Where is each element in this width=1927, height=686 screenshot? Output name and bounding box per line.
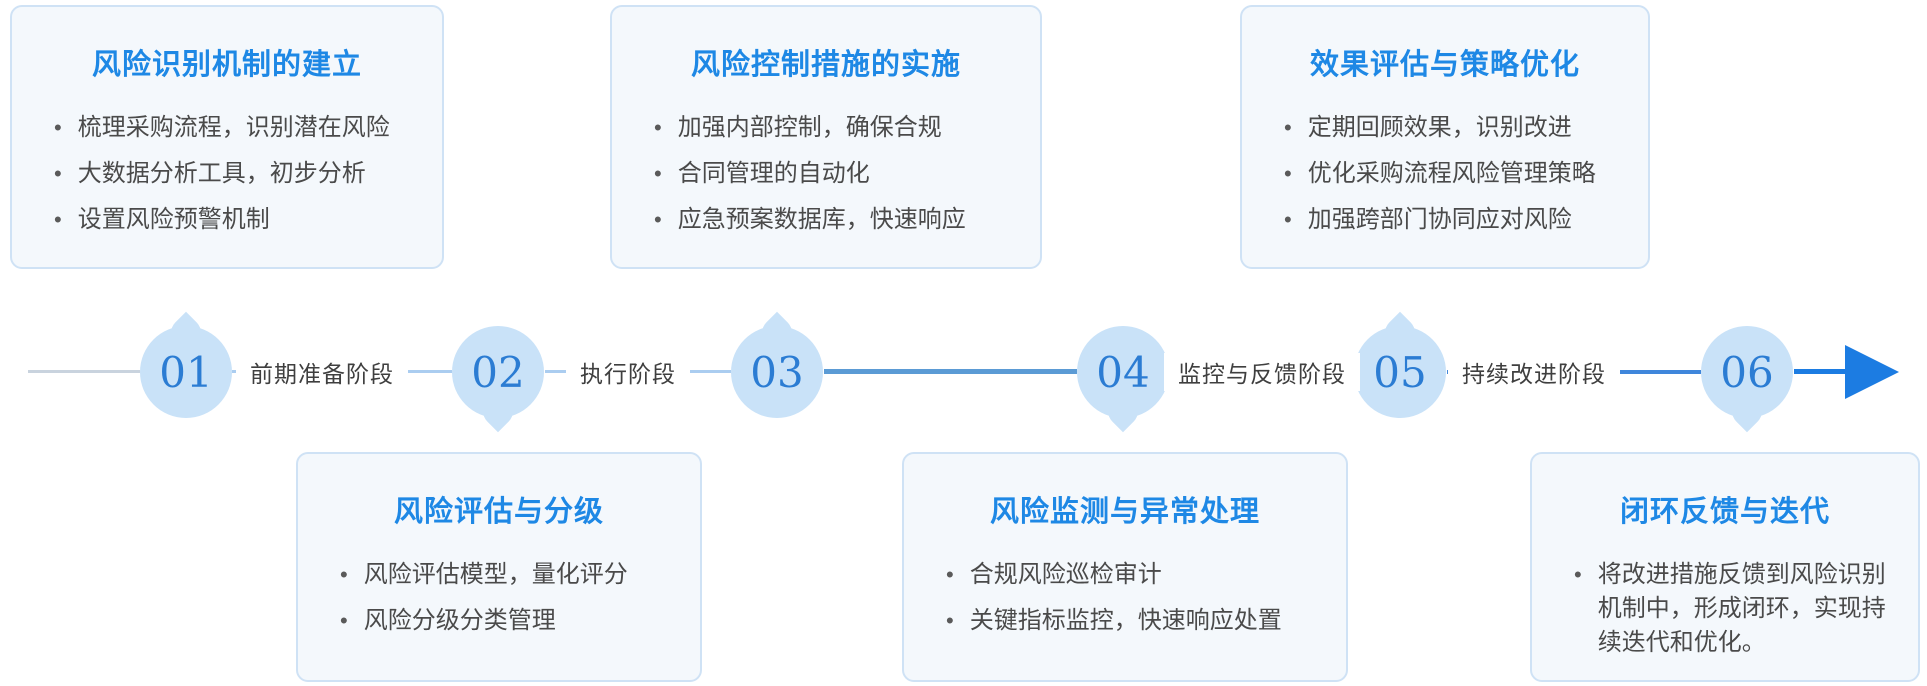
timeline-node-01: 01 bbox=[140, 326, 232, 418]
bullet-text: 应急预案数据库，快速响应 bbox=[677, 206, 966, 234]
list-item: • 将改进措施反馈到风险识别机制中，形成闭环，实现持续迭代和优化。 bbox=[1574, 558, 1898, 660]
bullet-icon: • bbox=[946, 562, 954, 587]
list-item: • 应急预案数据库，快速响应 bbox=[654, 203, 1020, 237]
card-title: 风险控制措施的实施 bbox=[690, 49, 961, 81]
bullet-list: • 梳理采购流程，识别潜在风险 • 大数据分析工具，初步分析 • 设置风险预警机制 bbox=[12, 111, 442, 237]
card-effect-evaluation: 效果评估与策略优化 • 定期回顾效果，识别改进 • 优化采购流程风险管理策略 • 加强… bbox=[1240, 5, 1650, 269]
timeline-node-05: 05 bbox=[1354, 326, 1446, 418]
node-number: 05 bbox=[1373, 347, 1427, 397]
bullet-icon: • bbox=[1284, 115, 1292, 140]
bullet-text: 加强内部控制，确保合规 bbox=[677, 114, 942, 141]
node-number: 01 bbox=[159, 347, 213, 397]
card-title: 风险评估与分级 bbox=[393, 496, 604, 528]
bullet-text: 加强跨部门协同应对风险 bbox=[1307, 206, 1572, 234]
phase-label-preparation: 前期准备阶段 bbox=[236, 353, 408, 391]
bullet-text: 关键指标监控，快速响应处置 bbox=[969, 607, 1282, 635]
bullet-icon: • bbox=[54, 161, 62, 187]
bullet-icon: • bbox=[946, 608, 954, 634]
card-risk-monitoring: 风险监测与异常处理 • 合规风险巡检审计 • 关键指标监控，快速响应处置 bbox=[902, 452, 1348, 682]
bullet-text: 合规风险巡检审计 bbox=[969, 561, 1162, 588]
bullet-list: • 风险评估模型，量化评分 • 风险分级分类管理 bbox=[298, 558, 700, 638]
node-number: 04 bbox=[1096, 347, 1150, 397]
list-item: • 风险评估模型，量化评分 bbox=[340, 558, 680, 592]
card-title: 闭环反馈与迭代 bbox=[1619, 496, 1830, 528]
node-number: 03 bbox=[750, 347, 804, 397]
bullet-text: 合同管理的自动化 bbox=[677, 160, 870, 188]
bullet-text: 设置风险预警机制 bbox=[77, 206, 270, 234]
timeline-segment-end bbox=[1794, 369, 1850, 374]
bullet-icon: • bbox=[654, 161, 662, 187]
bullet-icon: • bbox=[340, 608, 348, 634]
bullet-icon: • bbox=[54, 207, 62, 233]
phase-label-continuous-improvement: 持续改进阶段 bbox=[1448, 353, 1620, 391]
bullet-text: 大数据分析工具，初步分析 bbox=[77, 160, 366, 188]
bullet-icon: • bbox=[1284, 207, 1292, 233]
card-risk-control: 风险控制措施的实施 • 加强内部控制，确保合规 • 合同管理的自动化 • 应急预案数据… bbox=[610, 5, 1042, 269]
card-risk-identification: 风险识别机制的建立 • 梳理采购流程，识别潜在风险 • 大数据分析工具，初步分析 •… bbox=[10, 5, 444, 269]
card-title: 风险识别机制的建立 bbox=[91, 49, 362, 81]
list-item: • 风险分级分类管理 bbox=[340, 604, 680, 638]
bullet-text: 将改进措施反馈到风险识别机制中，形成闭环，实现持续迭代和优化。 bbox=[1597, 561, 1886, 657]
phase-label-execution: 执行阶段 bbox=[566, 353, 690, 391]
list-item: • 定期回顾效果，识别改进 bbox=[1284, 111, 1628, 145]
card-risk-assessment: 风险评估与分级 • 风险评估模型，量化评分 • 风险分级分类管理 bbox=[296, 452, 702, 682]
bullet-list: • 将改进措施反馈到风险识别机制中，形成闭环，实现持续迭代和优化。 bbox=[1532, 558, 1918, 660]
bullet-icon: • bbox=[54, 115, 62, 140]
bullet-text: 风险评估模型，量化评分 bbox=[363, 561, 628, 588]
timeline-node-04: 04 bbox=[1077, 326, 1169, 418]
list-item: • 加强跨部门协同应对风险 bbox=[1284, 203, 1628, 237]
list-item: • 关键指标监控，快速响应处置 bbox=[946, 604, 1326, 638]
bullet-icon: • bbox=[654, 207, 662, 233]
bullet-text: 梳理采购流程，识别潜在风险 bbox=[77, 114, 390, 141]
list-item: • 合规风险巡检审计 bbox=[946, 558, 1326, 592]
card-title: 效果评估与策略优化 bbox=[1309, 49, 1580, 81]
timeline-node-03: 03 bbox=[731, 326, 823, 418]
bullet-icon: • bbox=[1574, 562, 1582, 587]
bullet-list: • 合规风险巡检审计 • 关键指标监控，快速响应处置 bbox=[904, 558, 1346, 638]
arrow-right-icon bbox=[1845, 345, 1899, 399]
phase-label-monitoring-feedback: 监控与反馈阶段 bbox=[1164, 353, 1360, 391]
bullet-text: 风险分级分类管理 bbox=[363, 607, 556, 635]
list-item: • 加强内部控制，确保合规 bbox=[654, 111, 1020, 145]
bullet-list: • 加强内部控制，确保合规 • 合同管理的自动化 • 应急预案数据库，快速响应 bbox=[612, 111, 1040, 237]
list-item: • 设置风险预警机制 bbox=[54, 203, 422, 237]
node-number: 02 bbox=[471, 347, 525, 397]
list-item: • 合同管理的自动化 bbox=[654, 157, 1020, 191]
bullet-icon: • bbox=[340, 562, 348, 587]
card-title: 风险监测与异常处理 bbox=[989, 496, 1260, 528]
bullet-text: 优化采购流程风险管理策略 bbox=[1307, 160, 1596, 188]
list-item: • 大数据分析工具，初步分析 bbox=[54, 157, 422, 191]
timeline-node-02: 02 bbox=[452, 326, 544, 418]
bullet-icon: • bbox=[654, 115, 662, 140]
bullet-list: • 定期回顾效果，识别改进 • 优化采购流程风险管理策略 • 加强跨部门协同应对风险 bbox=[1242, 111, 1648, 237]
bullet-icon: • bbox=[1284, 161, 1292, 187]
timeline-segment-3-4 bbox=[824, 369, 1077, 374]
timeline-node-06: 06 bbox=[1701, 326, 1793, 418]
list-item: • 梳理采购流程，识别潜在风险 bbox=[54, 111, 422, 145]
list-item: • 优化采购流程风险管理策略 bbox=[1284, 157, 1628, 191]
card-closed-loop-feedback: 闭环反馈与迭代 • 将改进措施反馈到风险识别机制中，形成闭环，实现持续迭代和优化。 bbox=[1530, 452, 1920, 682]
node-number: 06 bbox=[1720, 347, 1774, 397]
bullet-text: 定期回顾效果，识别改进 bbox=[1307, 114, 1572, 141]
timeline-segment-start bbox=[28, 370, 140, 373]
